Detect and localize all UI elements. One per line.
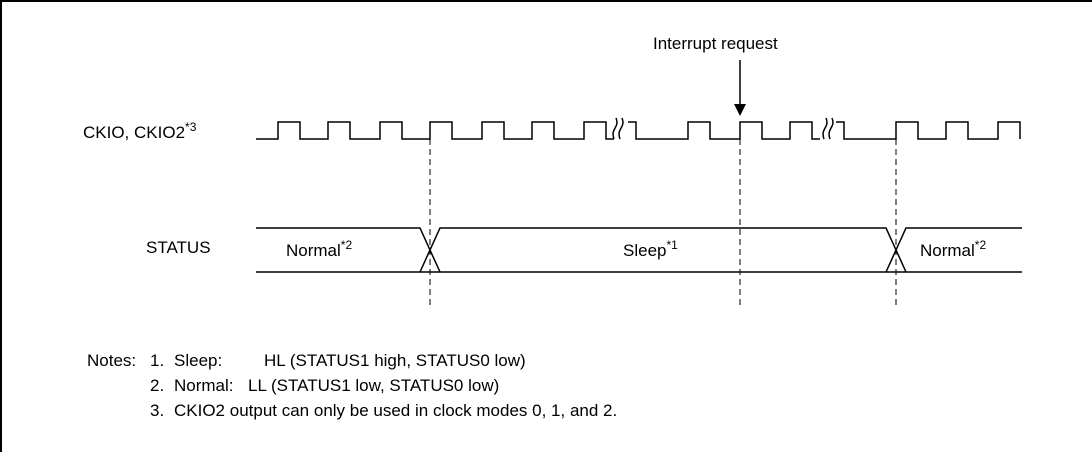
ckio-clock-waveform-2 (628, 121, 820, 140)
note-3-text: CKIO2 output can only be used in clock m… (174, 401, 618, 420)
note-3-number: 3. (150, 401, 165, 420)
state-sleep: Sleep*1 (623, 238, 678, 260)
interrupt-request-label: Interrupt request (653, 34, 778, 53)
notes-heading: Notes: (87, 351, 137, 370)
ckio-signal-label: CKIO, CKIO2*3 (83, 120, 197, 142)
clock-break-mark-1 (612, 117, 624, 140)
state-normal-1: Normal*2 (286, 238, 352, 260)
status-signal-label: STATUS (146, 238, 211, 257)
note-2-term: Normal: (174, 376, 234, 395)
status-bus-waveform (256, 227, 1022, 273)
ckio-clock-waveform (256, 121, 614, 140)
note-2-text: LL (STATUS1 low, STATUS0 low) (248, 376, 500, 395)
note-1-text: HL (STATUS1 high, STATUS0 low) (264, 351, 526, 370)
interrupt-arrow (734, 60, 746, 116)
note-2-number: 2. (150, 376, 165, 395)
note-1-term: Sleep: (174, 351, 223, 370)
state-normal-2: Normal*2 (920, 238, 986, 260)
ckio-clock-waveform-3 (836, 121, 1021, 140)
clock-break-mark-2 (822, 117, 834, 140)
note-1-number: 1. (150, 351, 165, 370)
